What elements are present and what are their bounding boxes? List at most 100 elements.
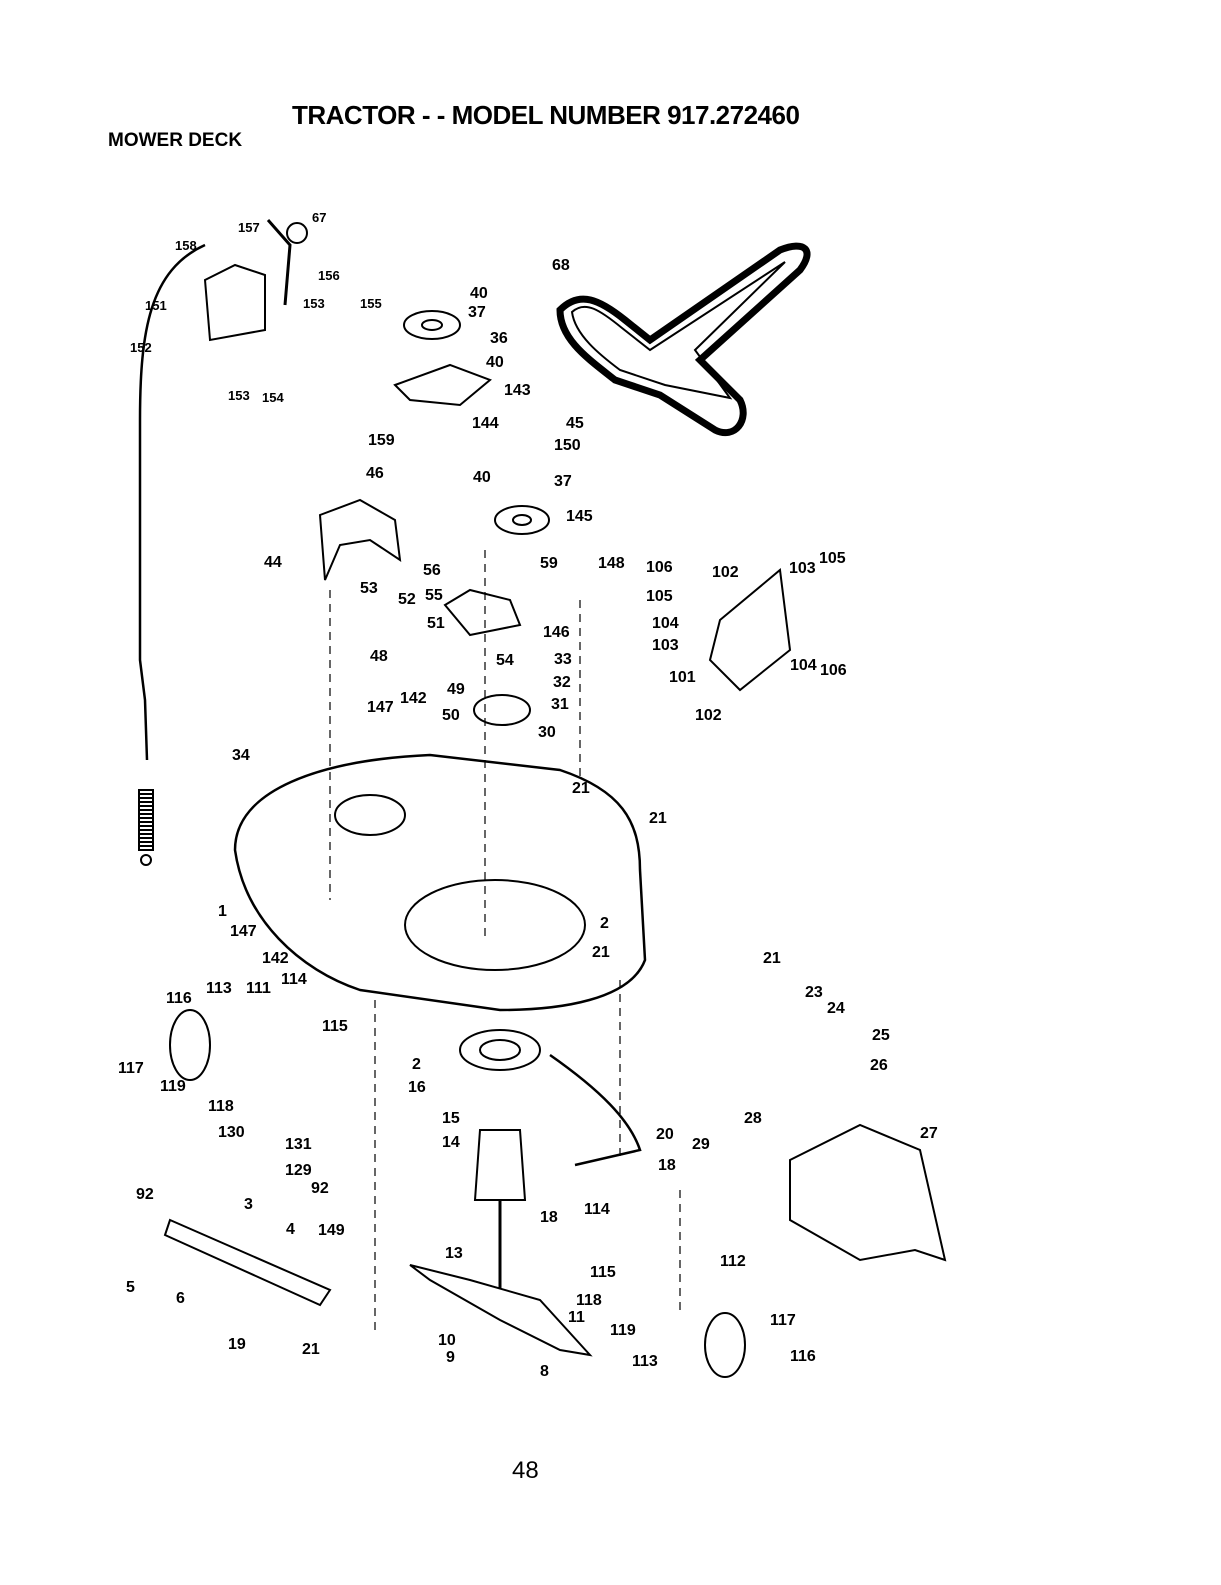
stabilizer-rod bbox=[549, 1053, 642, 1167]
mower-blade bbox=[409, 1264, 593, 1357]
callout-142b: 142 bbox=[262, 950, 289, 967]
callout-50: 50 bbox=[442, 707, 460, 724]
callout-40b: 40 bbox=[486, 354, 504, 371]
callout-21b: 21 bbox=[649, 810, 667, 827]
callout-56: 56 bbox=[423, 562, 441, 579]
callout-130: 130 bbox=[218, 1124, 245, 1141]
callout-119b: 119 bbox=[610, 1322, 636, 1339]
callout-18a: 18 bbox=[658, 1157, 676, 1174]
callout-21a: 21 bbox=[572, 780, 590, 797]
callout-3: 3 bbox=[244, 1196, 253, 1213]
idler-arm bbox=[443, 588, 522, 637]
callout-106a: 106 bbox=[646, 559, 673, 576]
gauge-wheel-right bbox=[704, 1312, 746, 1378]
callout-112: 112 bbox=[720, 1253, 746, 1270]
belt bbox=[556, 242, 811, 437]
callout-111: 111 bbox=[246, 980, 271, 997]
deck-left-spindle bbox=[334, 794, 406, 836]
callout-25: 25 bbox=[872, 1027, 890, 1044]
callout-106b: 106 bbox=[820, 662, 847, 679]
callout-14: 14 bbox=[442, 1134, 460, 1151]
callout-21e: 21 bbox=[302, 1341, 320, 1358]
lift-cable bbox=[138, 243, 206, 761]
callout-37b: 37 bbox=[554, 473, 572, 490]
cable-spring bbox=[138, 789, 154, 851]
spindle-housing bbox=[473, 1129, 527, 1201]
callout-45: 45 bbox=[566, 415, 584, 432]
callout-46: 46 bbox=[366, 465, 384, 482]
callout-103a: 103 bbox=[789, 560, 816, 577]
callout-40a: 40 bbox=[470, 285, 488, 302]
belt-guard bbox=[318, 498, 402, 581]
idler-pulley-lower-hub bbox=[512, 514, 532, 526]
callout-4: 4 bbox=[286, 1221, 295, 1238]
callout-21c: 21 bbox=[592, 944, 610, 961]
callout-26: 26 bbox=[870, 1057, 888, 1074]
callout-154: 154 bbox=[262, 390, 284, 405]
callout-113a: 113 bbox=[206, 980, 232, 997]
callout-155: 155 bbox=[360, 296, 382, 311]
callout-5: 5 bbox=[126, 1279, 135, 1296]
callout-105b: 105 bbox=[646, 588, 673, 605]
callout-114a: 114 bbox=[281, 971, 307, 988]
callout-153a: 153 bbox=[303, 296, 325, 311]
callout-114b: 114 bbox=[584, 1201, 610, 1218]
callout-116a: 116 bbox=[166, 990, 192, 1007]
callout-158: 158 bbox=[175, 238, 197, 253]
callout-92a: 92 bbox=[136, 1186, 154, 1203]
gauge-wheel-left bbox=[169, 1009, 211, 1081]
callout-115a: 115 bbox=[322, 1018, 348, 1035]
callout-28: 28 bbox=[744, 1110, 762, 1127]
idler-pulley-upper-hub bbox=[421, 319, 443, 331]
callout-149: 149 bbox=[318, 1222, 345, 1239]
callout-37a: 37 bbox=[468, 304, 486, 321]
callout-103b: 103 bbox=[652, 637, 679, 654]
callout-68: 68 bbox=[552, 257, 570, 274]
callout-33: 33 bbox=[554, 651, 572, 668]
callout-1: 1 bbox=[218, 903, 227, 920]
callout-27: 27 bbox=[920, 1125, 938, 1142]
callout-10: 10 bbox=[438, 1332, 456, 1349]
callout-9: 9 bbox=[446, 1349, 455, 1366]
front-link bbox=[163, 1218, 332, 1307]
callout-104b: 104 bbox=[790, 657, 817, 674]
callout-30: 30 bbox=[538, 724, 556, 741]
callout-102a: 102 bbox=[712, 564, 739, 581]
blade-adapter bbox=[459, 1029, 541, 1071]
page-number: 48 bbox=[512, 1457, 539, 1484]
callout-105a: 105 bbox=[819, 550, 846, 567]
callout-59: 59 bbox=[540, 555, 558, 572]
callout-40c: 40 bbox=[473, 469, 491, 486]
callout-150: 150 bbox=[554, 437, 581, 454]
callout-144: 144 bbox=[472, 415, 499, 432]
callout-131: 131 bbox=[285, 1136, 312, 1153]
cable-end bbox=[140, 854, 152, 866]
callout-115b: 115 bbox=[590, 1264, 616, 1281]
deck-spindle-housing bbox=[404, 879, 586, 971]
callout-148: 148 bbox=[598, 555, 625, 572]
page-title: TRACTOR - - MODEL NUMBER 917.272460 bbox=[292, 100, 800, 130]
belt-inner bbox=[570, 261, 786, 400]
callout-118b: 118 bbox=[576, 1292, 602, 1309]
callout-36: 36 bbox=[490, 330, 508, 347]
callout-49: 49 bbox=[447, 681, 465, 698]
callout-67: 67 bbox=[312, 210, 326, 225]
idler-pulley-lower bbox=[494, 505, 550, 535]
callout-55: 55 bbox=[425, 587, 443, 604]
callout-6: 6 bbox=[176, 1290, 185, 1307]
callout-102b: 102 bbox=[695, 707, 722, 724]
callout-153b: 153 bbox=[228, 388, 250, 403]
callout-44: 44 bbox=[264, 554, 282, 571]
callout-11: 11 bbox=[568, 1309, 585, 1326]
idler-pulley-upper bbox=[403, 310, 461, 340]
callout-143: 143 bbox=[504, 382, 531, 399]
callout-19: 19 bbox=[228, 1336, 246, 1353]
callout-15: 15 bbox=[442, 1110, 460, 1127]
callout-116b: 116 bbox=[790, 1348, 816, 1365]
callout-54: 54 bbox=[496, 652, 514, 669]
callout-104a: 104 bbox=[652, 615, 679, 632]
callout-23: 23 bbox=[805, 984, 823, 1001]
callout-21d: 21 bbox=[763, 950, 781, 967]
